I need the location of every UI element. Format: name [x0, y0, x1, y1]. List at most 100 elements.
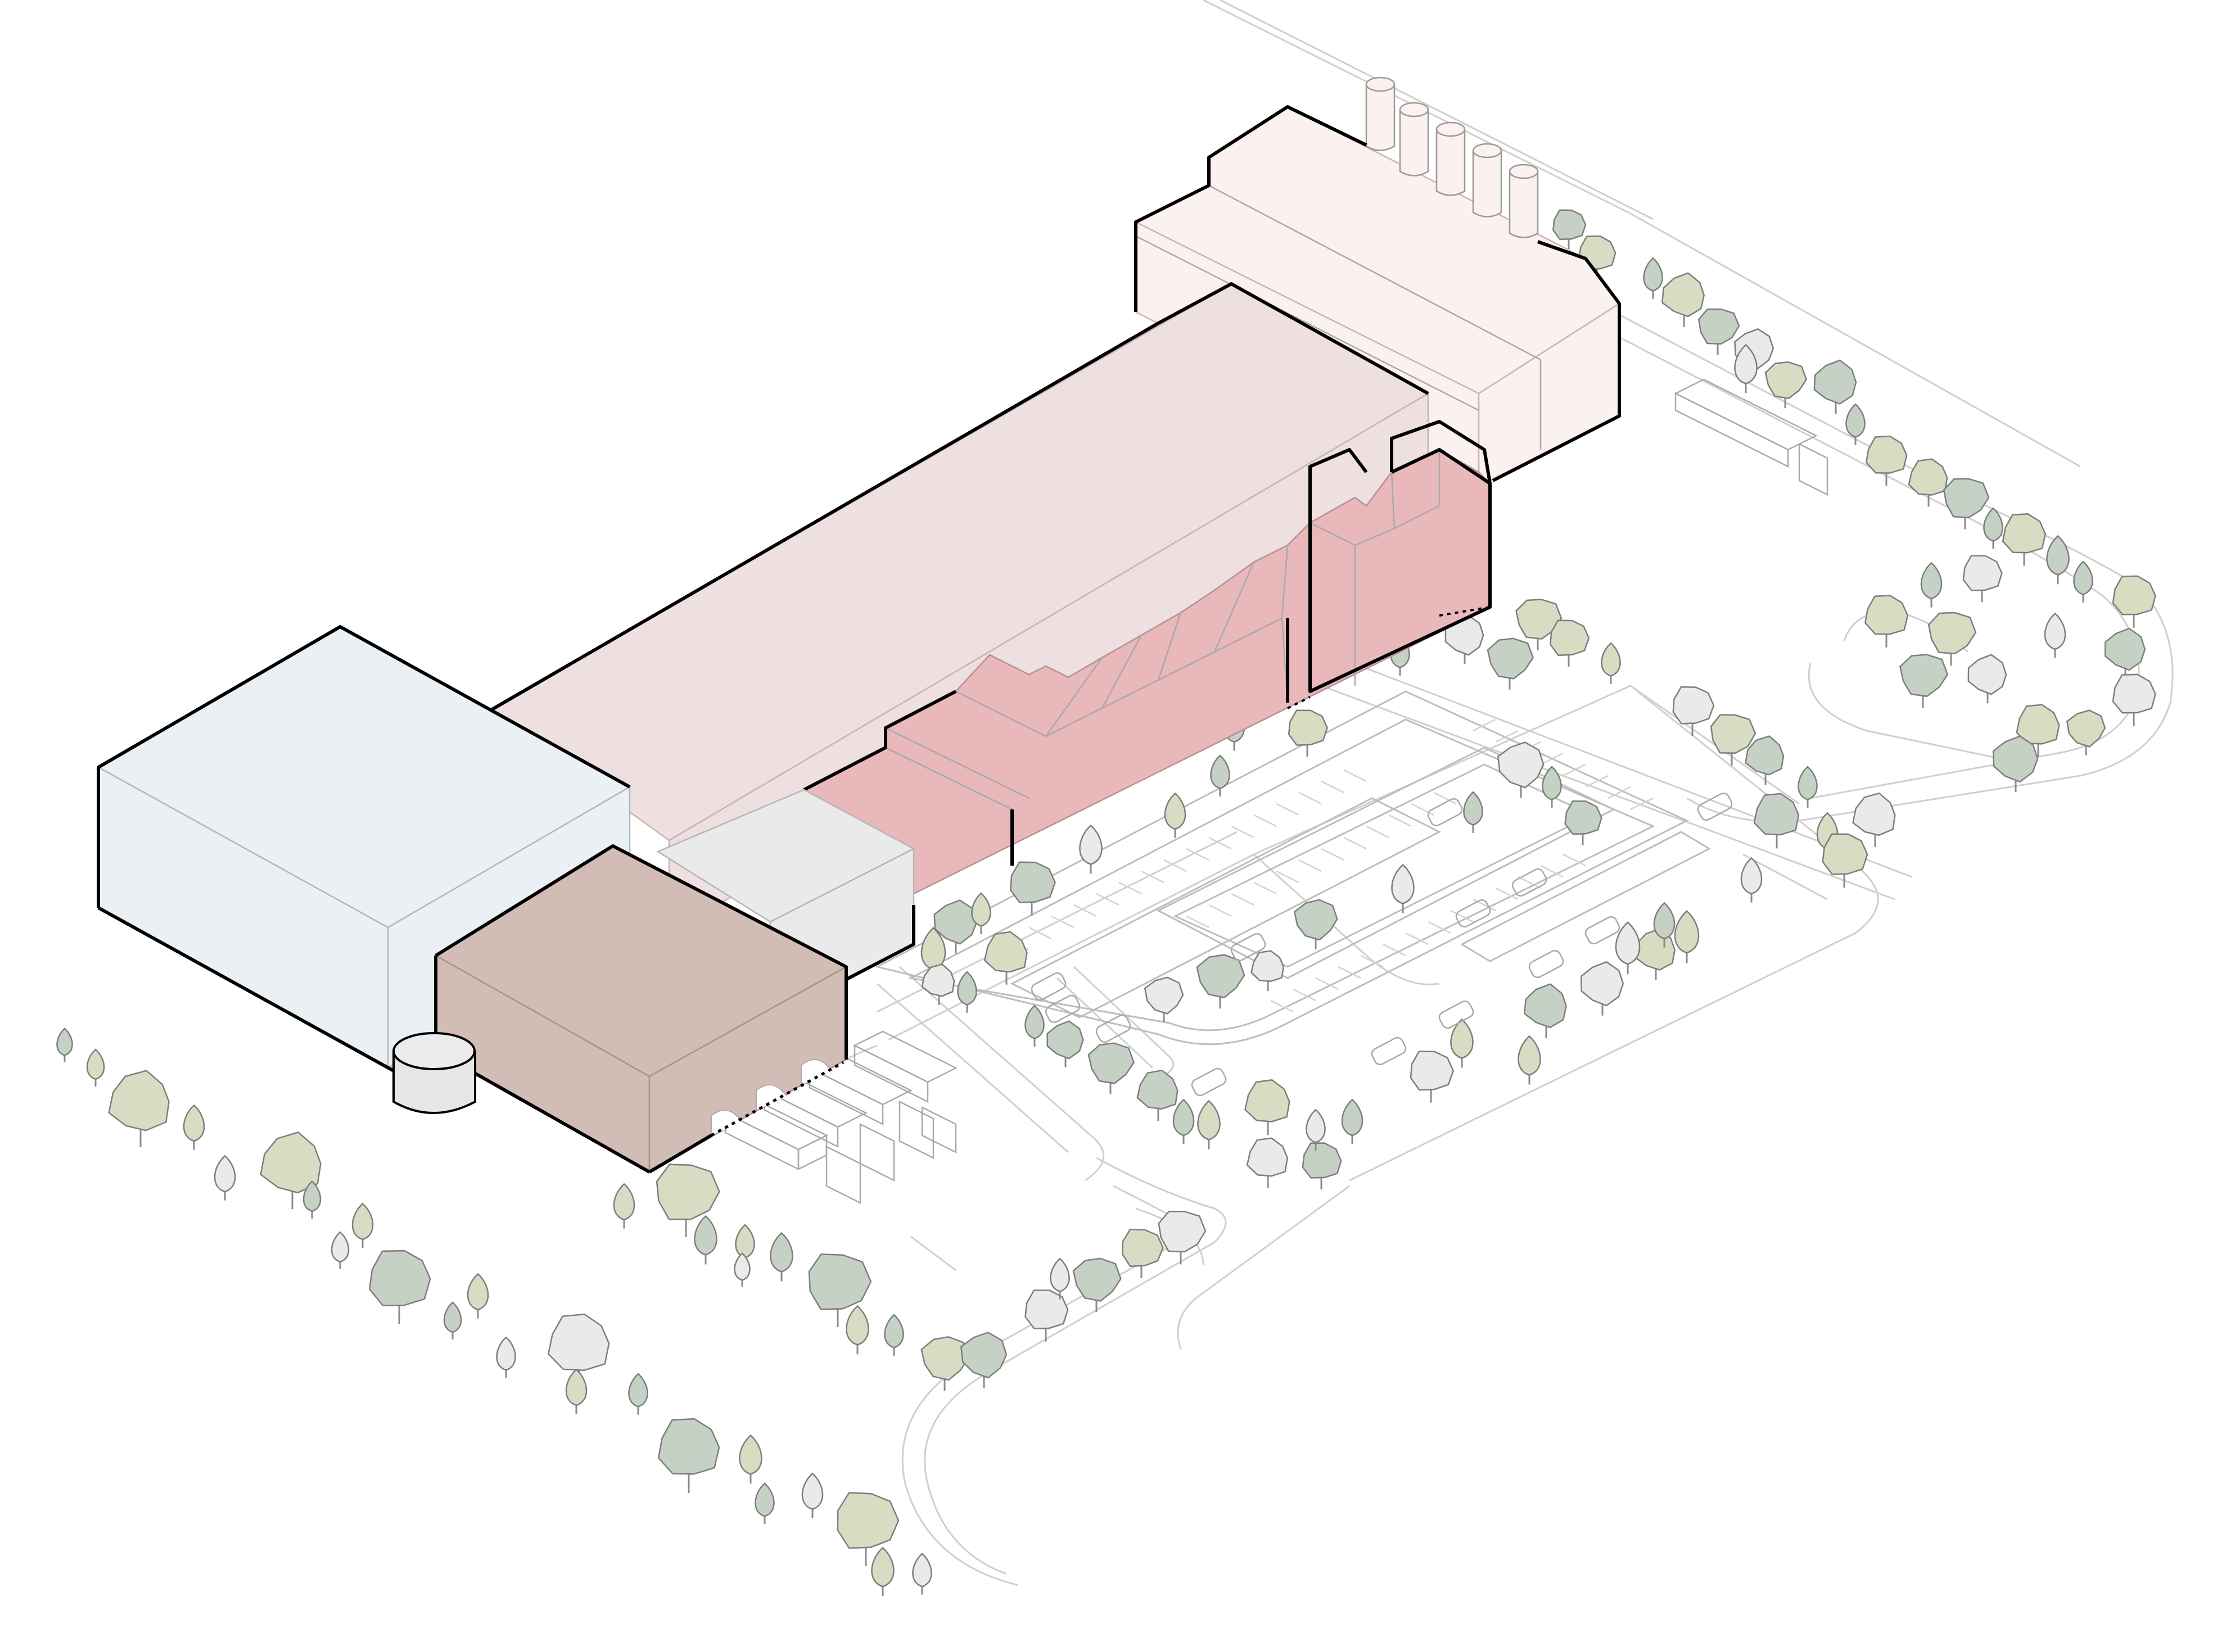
- tree: [1024, 1004, 1045, 1047]
- tree: [1927, 612, 1977, 666]
- tree: [1294, 899, 1338, 949]
- tree: [808, 1253, 872, 1327]
- tree: [56, 1028, 73, 1062]
- tree: [1943, 478, 1990, 529]
- tree: [613, 1183, 635, 1229]
- tree: [837, 1492, 900, 1566]
- tree: [1564, 800, 1602, 845]
- tree: [2112, 673, 2156, 726]
- tree: [884, 1314, 904, 1356]
- tree: [846, 1305, 869, 1355]
- tree: [2104, 627, 2146, 680]
- lorry: [853, 1030, 958, 1154]
- tree: [1050, 1257, 1070, 1300]
- tree: [921, 963, 955, 1006]
- tree: [183, 1104, 205, 1150]
- car: [1095, 1014, 1131, 1043]
- sawtooth-building: [803, 420, 1492, 898]
- tree: [2112, 575, 2156, 628]
- road-network: [775, 0, 2174, 1586]
- tree: [1136, 1069, 1179, 1121]
- tree: [1864, 595, 1909, 648]
- tree: [1518, 1035, 1541, 1085]
- tree: [1197, 1099, 1221, 1149]
- tree: [1908, 458, 1948, 507]
- tree: [2046, 535, 2070, 585]
- tree: [351, 1202, 374, 1248]
- tree: [467, 1273, 489, 1319]
- tree: [2002, 513, 2047, 566]
- car: [1230, 933, 1266, 962]
- car: [1584, 916, 1620, 945]
- tree: [1288, 709, 1328, 757]
- tree: [1158, 1211, 1207, 1265]
- tree: [1515, 599, 1563, 650]
- car: [1528, 949, 1564, 979]
- tree: [1144, 976, 1184, 1022]
- tree: [1524, 983, 1567, 1038]
- tree: [1740, 857, 1763, 903]
- loading-block-building: [434, 844, 848, 1174]
- parking-stalls-row-2: [1186, 791, 1457, 929]
- tree: [933, 899, 978, 954]
- car: [1191, 1067, 1227, 1097]
- tree: [1672, 686, 1715, 736]
- tree: [734, 1252, 751, 1287]
- car: [1511, 868, 1547, 897]
- car: [1371, 1037, 1407, 1066]
- tree: [496, 1336, 516, 1378]
- lorry: [1674, 378, 1828, 496]
- tree: [1552, 209, 1587, 250]
- tree: [694, 1215, 717, 1265]
- tree: [1615, 921, 1641, 975]
- tree: [920, 1336, 970, 1391]
- tree: [1079, 824, 1103, 874]
- tree: [1087, 1042, 1135, 1094]
- tree: [1822, 833, 1868, 888]
- car: [1427, 798, 1463, 827]
- tree: [1196, 954, 1245, 1009]
- tree: [1009, 861, 1056, 916]
- tree: [957, 971, 977, 1013]
- car: [1438, 1000, 1474, 1029]
- tree: [1210, 754, 1230, 796]
- tree: [443, 1301, 462, 1339]
- tree: [770, 1232, 793, 1282]
- tree: [1463, 791, 1483, 833]
- tree: [628, 1373, 648, 1415]
- tree: [1967, 654, 2007, 704]
- tree: [1852, 792, 1896, 847]
- tree: [565, 1368, 588, 1414]
- tree: [1244, 1079, 1290, 1135]
- tree: [2073, 560, 2093, 603]
- tree: [1710, 714, 1757, 766]
- tree: [1798, 766, 1818, 808]
- tree: [1920, 562, 1943, 608]
- tree: [1653, 902, 1676, 948]
- tree: [1753, 793, 1800, 849]
- tree: [548, 1313, 610, 1389]
- tree: [739, 1434, 762, 1484]
- tree: [331, 1231, 350, 1269]
- tree: [1072, 1257, 1122, 1312]
- tree: [1122, 1228, 1164, 1278]
- tree: [1046, 1020, 1084, 1067]
- tree: [214, 1155, 236, 1201]
- tree: [960, 1332, 1008, 1388]
- tree: [1450, 1018, 1474, 1068]
- tree: [1845, 403, 1866, 445]
- tree: [1246, 1137, 1289, 1188]
- tree: [1341, 1098, 1363, 1144]
- tree: [1580, 961, 1624, 1016]
- tree: [1542, 766, 1562, 808]
- tree: [1643, 257, 1663, 299]
- tree: [1745, 735, 1785, 785]
- tree: [302, 1180, 322, 1219]
- tree: [1899, 654, 1949, 708]
- tree: [1024, 1289, 1069, 1342]
- tree: [1661, 272, 1705, 327]
- tree: [657, 1418, 720, 1493]
- tree: [1172, 1098, 1195, 1144]
- tree: [1734, 343, 1758, 393]
